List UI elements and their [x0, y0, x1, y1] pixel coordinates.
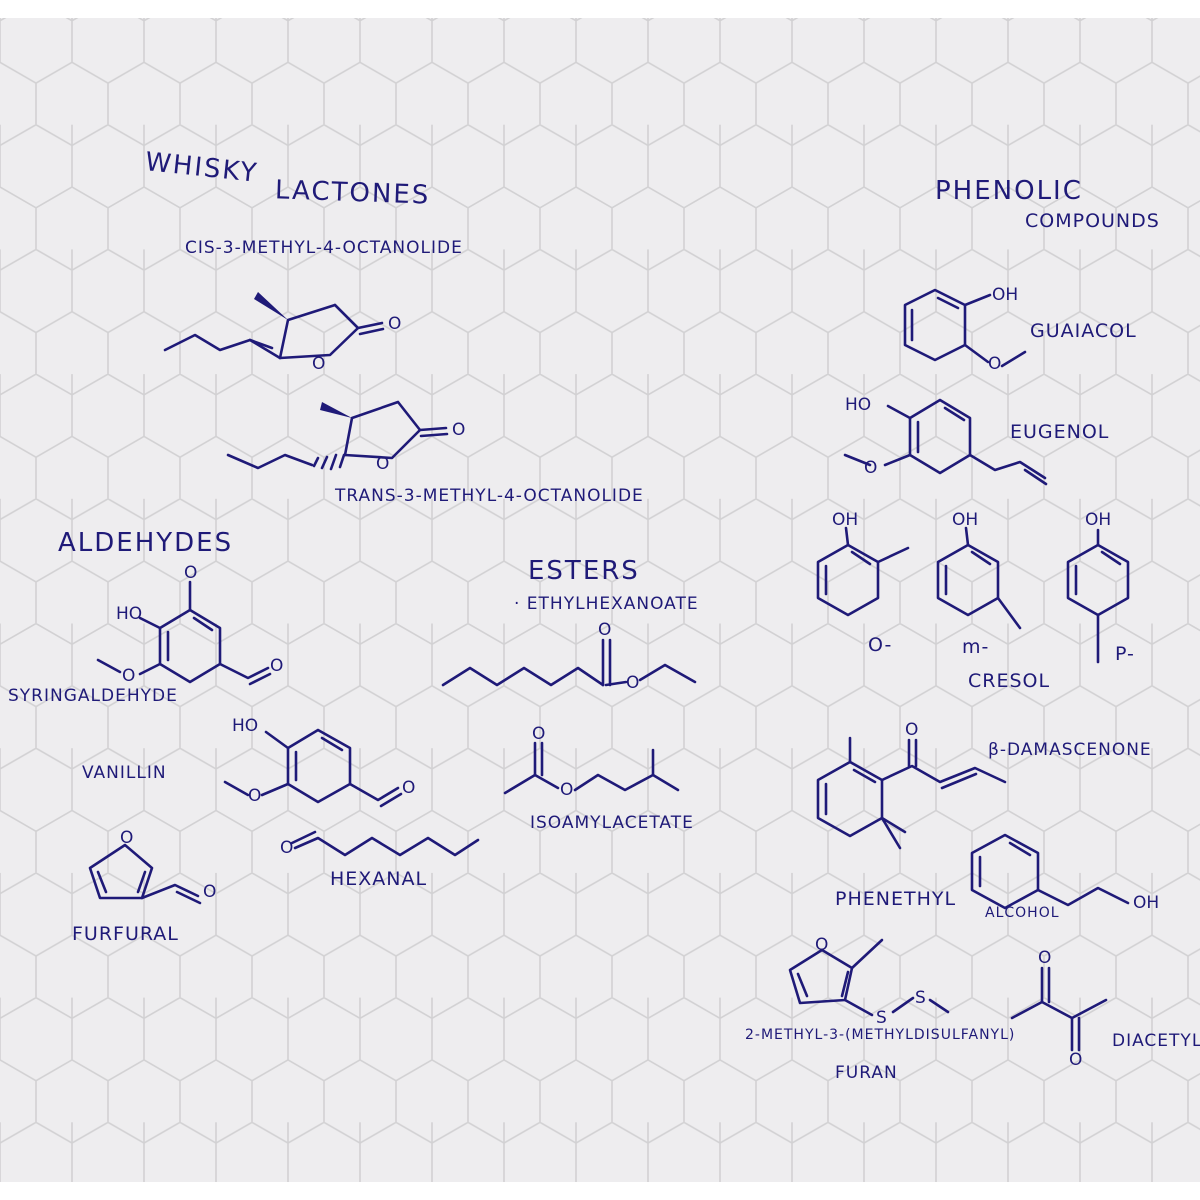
guaiacol-ether-o: O: [988, 354, 1002, 374]
isoamyl-acetate-ester-o: O: [560, 780, 574, 800]
m-cresol-structure: [936, 526, 1022, 630]
damascenone-structure: [816, 736, 1007, 850]
p-cresol-structure: [1066, 528, 1130, 664]
phenethyl-alcohol-structure: [970, 833, 1130, 910]
eugenol-ho: HO: [845, 395, 872, 415]
diacetyl-top-o: O: [1038, 948, 1052, 968]
vanillin-structure: [223, 728, 403, 808]
diacetyl-label: DIACETYL: [1112, 1031, 1200, 1051]
mmf-structure: [788, 938, 950, 1017]
alcohol-label: ALCOHOL: [985, 905, 1060, 921]
o-cresol-oh: OH: [832, 510, 859, 530]
furfural-ring-o: O: [120, 828, 134, 848]
aldehydes-heading: ALDEHYDES: [58, 528, 234, 558]
o-cresol-structure: [816, 526, 910, 617]
mmf-sulfur-2: S: [915, 988, 926, 1008]
syringaldehyde-cho-o: O: [270, 656, 284, 676]
phenolic-heading-line-2: COMPOUNDS: [1025, 210, 1160, 232]
ethyl-hexanoate-structure: [441, 638, 697, 687]
vanillin-label: VANILLIN: [82, 763, 167, 783]
mmf-ring-o: O: [815, 935, 829, 955]
ethyl-hexanoate-label: · ETHYLHEXANOATE: [514, 594, 699, 614]
eugenol-structure: [843, 398, 1048, 486]
o-cresol-label: O-: [868, 634, 893, 656]
isoamyl-acetate-label: ISOAMYLACETATE: [530, 813, 694, 833]
ethyl-hexanoate-ester-o: O: [626, 673, 640, 693]
furfural-structure: [88, 843, 202, 905]
mmf-label-line-1: 2-METHYL-3-(METHYLDISULFANYL): [745, 1027, 1016, 1043]
damascenone-label: β-DAMASCENONE: [988, 740, 1152, 760]
p-cresol-oh: OH: [1085, 510, 1112, 530]
diacetyl-structure: [1010, 966, 1108, 1052]
trans-lactone-label: TRANS-3-METHYL-4-OCTANOLIDE: [335, 486, 644, 506]
guaiacol-structure: [903, 288, 1027, 368]
guaiacol-label: GUAIACOL: [1030, 320, 1137, 342]
furfural-label: FURFURAL: [72, 923, 179, 945]
cis-lactone-carbonyl-o: O: [388, 314, 402, 334]
syringaldehyde-bottom-o: O: [122, 666, 136, 686]
cresol-label: CRESOL: [968, 670, 1051, 692]
hexanal-label: HEXANAL: [330, 868, 428, 890]
cis-lactone-structure: [163, 292, 385, 360]
trans-lactone-carbonyl-o: O: [452, 420, 466, 440]
top-margin: [0, 0, 1200, 18]
bottom-margin: [0, 1182, 1200, 1200]
syringaldehyde-structure: [96, 580, 272, 686]
vanillin-ether-o: O: [248, 786, 262, 806]
mmf-sulfur-1: S: [876, 1008, 887, 1028]
trans-lactone-structure: [226, 400, 449, 471]
cis-lactone-label: CIS-3-METHYL-4-OCTANOLIDE: [185, 238, 463, 258]
syringaldehyde-ho: HO: [116, 604, 143, 624]
m-cresol-oh: OH: [952, 510, 979, 530]
syringaldehyde-top-o: O: [184, 563, 198, 583]
hexanal-o: O: [280, 838, 294, 858]
trans-lactone-ring-o: O: [376, 454, 390, 474]
guaiacol-oh: OH: [992, 285, 1019, 305]
eugenol-label: EUGENOL: [1010, 421, 1110, 443]
furfural-cho-o: O: [203, 882, 217, 902]
phenolic-heading-line-1: PHENOLIC: [935, 176, 1083, 206]
m-cresol-label: m-: [962, 636, 990, 658]
isoamyl-acetate-structure: [503, 741, 680, 795]
phenethyl-alcohol-oh: OH: [1133, 893, 1160, 913]
lactones-heading: LACTONES: [274, 175, 431, 211]
cis-lactone-ring-o: O: [312, 354, 326, 374]
syringaldehyde-label: SYRINGALDEHYDE: [8, 686, 178, 706]
eugenol-ether-o: O: [864, 458, 878, 478]
damascenone-carbonyl-o: O: [905, 720, 919, 740]
p-cresol-label: P-: [1115, 643, 1135, 665]
hexanal-structure: [290, 830, 480, 857]
diacetyl-bottom-o: O: [1069, 1050, 1083, 1070]
vanillin-cho-o: O: [402, 778, 416, 798]
esters-heading: ESTERS: [528, 556, 640, 586]
vanillin-ho: HO: [232, 716, 259, 736]
ethyl-hexanoate-carbonyl-o: O: [598, 620, 612, 640]
phenethyl-label: PHENETHYL: [835, 888, 957, 910]
mmf-label-line-2: FURAN: [835, 1063, 898, 1083]
isoamyl-acetate-carbonyl-o: O: [532, 724, 546, 744]
